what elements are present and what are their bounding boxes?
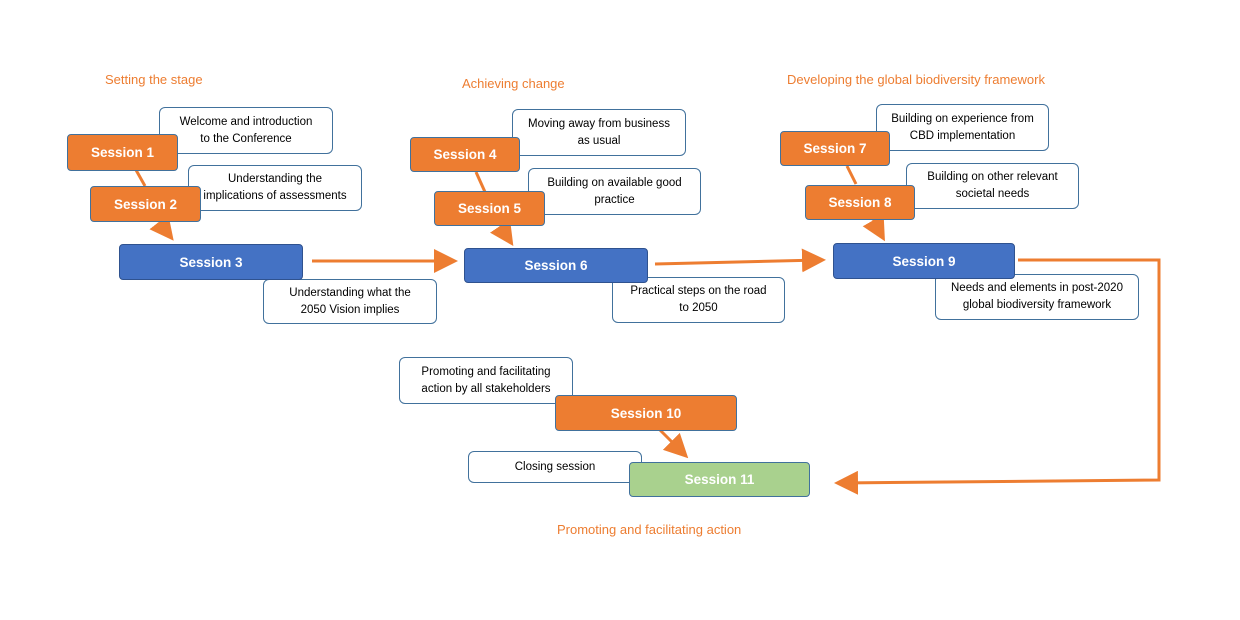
- heading-achieving-change: Achieving change: [462, 76, 565, 91]
- heading-global-biodiversity-framework: Developing the global biodiversity frame…: [787, 72, 1045, 87]
- arrow-s2-to-s3: [149, 214, 174, 241]
- session-7-box: Session 7: [780, 131, 890, 166]
- arrow-s1-to-s2: [134, 169, 147, 187]
- arrow-s7-to-s8: [845, 165, 858, 185]
- note-session-11: Closing session: [468, 451, 642, 483]
- session-4-box: Session 4: [410, 137, 520, 172]
- session-2-box: Session 2: [90, 186, 201, 222]
- session-6-box: Session 6: [464, 248, 648, 283]
- arrow-s4-to-s5: [474, 171, 487, 193]
- arrow-s9-to-s11: [834, 258, 1161, 495]
- arrow-s10-to-s11: [658, 428, 689, 459]
- session-8-box: Session 8: [805, 185, 915, 220]
- session-5-box: Session 5: [434, 191, 545, 226]
- arrow-s6-to-s9: [654, 248, 826, 273]
- heading-promoting-action: Promoting and facilitating action: [557, 522, 742, 537]
- session-9-box: Session 9: [833, 243, 1015, 279]
- session-11-box: Session 11: [629, 462, 810, 497]
- arrow-s8-to-s9: [862, 214, 885, 242]
- heading-setting-the-stage: Setting the stage: [105, 72, 203, 87]
- session-3-box: Session 3: [119, 244, 303, 280]
- session-1-box: Session 1: [67, 134, 178, 171]
- arrow-s5-to-s6: [490, 219, 514, 246]
- session-10-box: Session 10: [555, 395, 737, 431]
